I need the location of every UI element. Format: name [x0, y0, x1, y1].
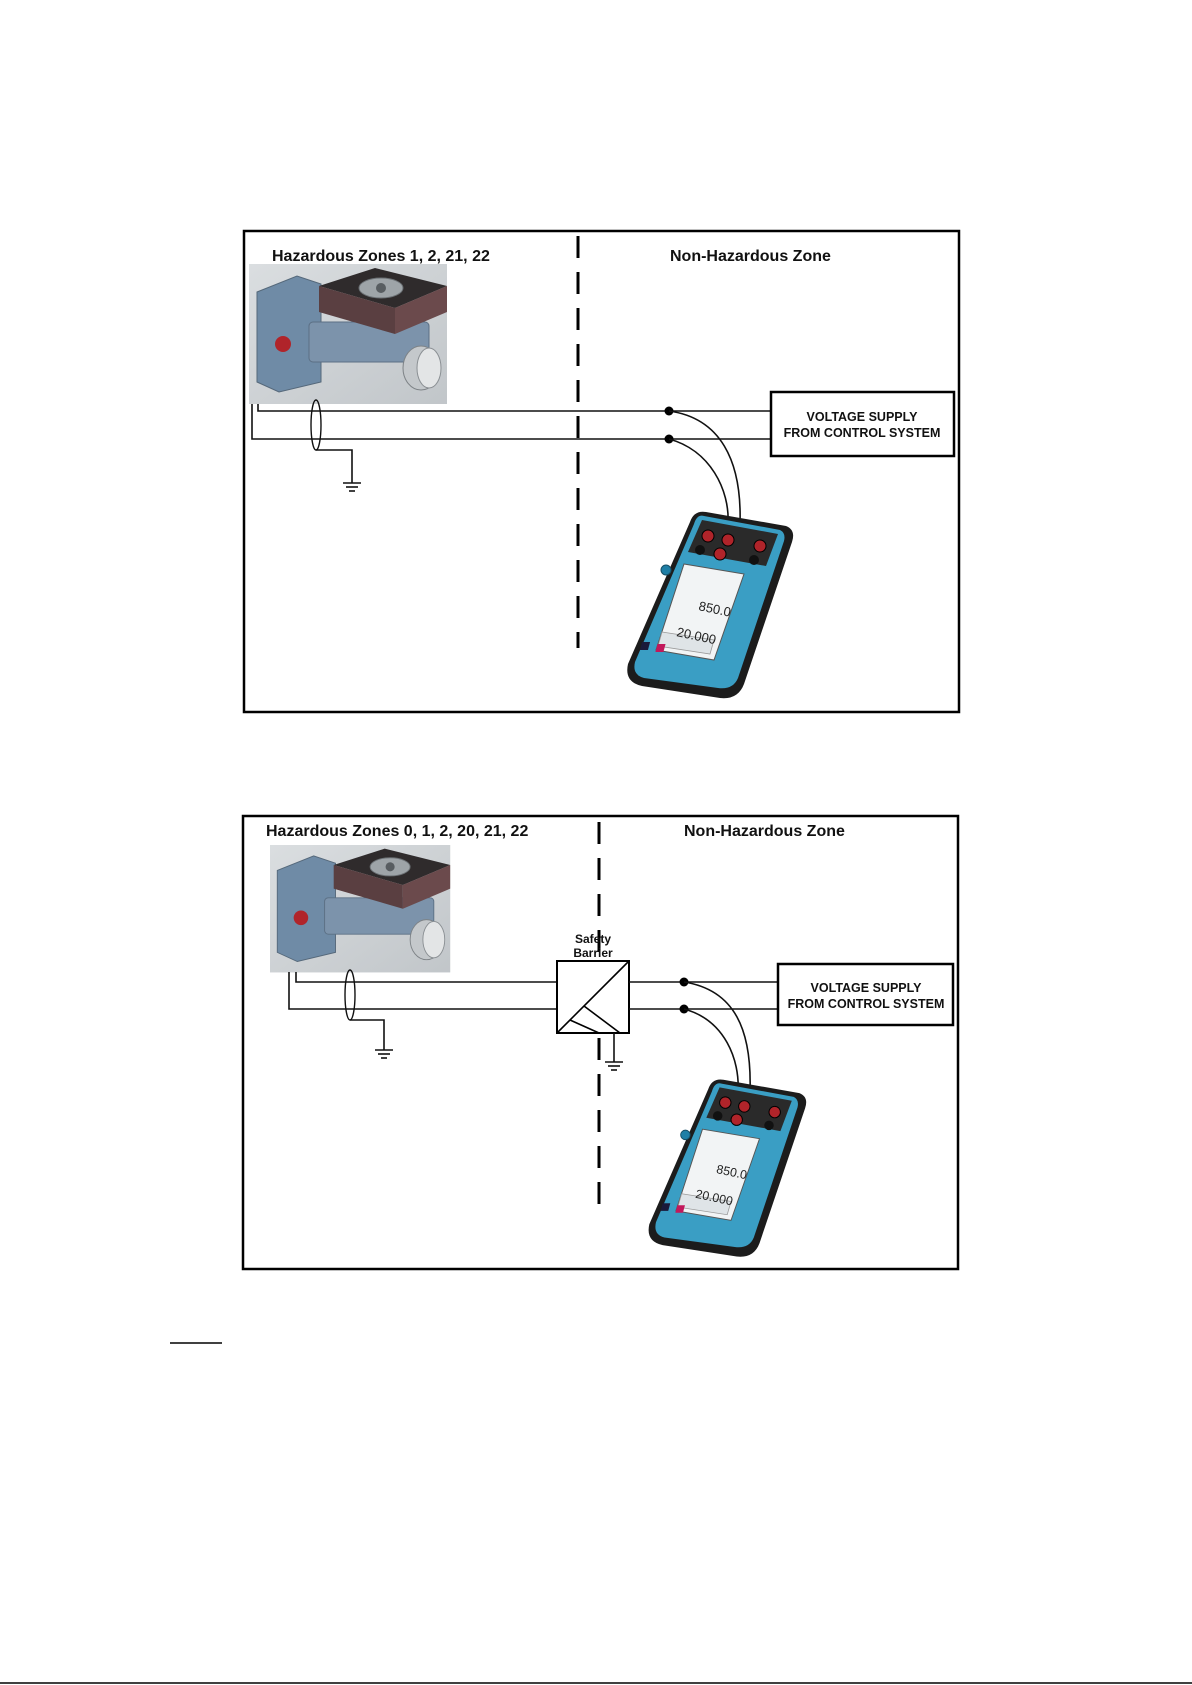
- voltage-supply-label-line2: FROM CONTROL SYSTEM: [784, 426, 941, 440]
- shield-drain-wire: [350, 1020, 384, 1050]
- handheld-calibrator-image: 850.0 20.000: [627, 512, 793, 699]
- cable-shield-icon: [311, 400, 321, 450]
- cable-shield-icon: [345, 970, 355, 1020]
- safety-barrier-label-line2: Barrier: [573, 946, 613, 960]
- ground-icon: [375, 1050, 393, 1058]
- signal-wire-bottom: [289, 972, 557, 1009]
- handheld-calibrator-image: 850.0 20.000: [649, 1080, 807, 1257]
- calibrator-lead-1: [684, 982, 750, 1092]
- non-hazardous-zone-label: Non-Hazardous Zone: [684, 823, 845, 840]
- ground-icon: [343, 483, 361, 491]
- pressure-sensor-image: [249, 264, 447, 404]
- pressure-sensor-image: [270, 845, 450, 972]
- signal-wire-top: [258, 404, 771, 411]
- diagram-1: Hazardous Zones 1, 2, 21, 22 Non-Hazardo…: [244, 231, 959, 712]
- calibrator-lead-2: [684, 1009, 738, 1092]
- calibrator-lead-1: [669, 411, 740, 524]
- diagram-2: Hazardous Zones 0, 1, 2, 20, 21, 22 Non-…: [243, 816, 958, 1269]
- voltage-supply-label-line2: FROM CONTROL SYSTEM: [788, 997, 945, 1011]
- voltage-supply-label-line1: VOLTAGE SUPPLY: [807, 410, 919, 424]
- safety-barrier-label-line1: Safety: [575, 932, 611, 946]
- safety-barrier: Safety Barrier: [557, 932, 629, 1070]
- non-hazardous-zone-label: Non-Hazardous Zone: [670, 248, 831, 265]
- signal-wire-top: [296, 972, 557, 982]
- hazardous-zone-label: Hazardous Zones 0, 1, 2, 20, 21, 22: [266, 823, 528, 840]
- calibrator-lead-2: [669, 439, 728, 524]
- shield-drain-wire: [316, 450, 352, 483]
- voltage-supply-box: VOLTAGE SUPPLY FROM CONTROL SYSTEM: [771, 392, 954, 456]
- barrier-ground-icon: [605, 1062, 623, 1070]
- voltage-supply-box: VOLTAGE SUPPLY FROM CONTROL SYSTEM: [778, 964, 953, 1025]
- signal-wire-bottom: [252, 404, 771, 439]
- voltage-supply-label-line1: VOLTAGE SUPPLY: [811, 981, 923, 995]
- hazardous-zone-label: Hazardous Zones 1, 2, 21, 22: [272, 248, 490, 265]
